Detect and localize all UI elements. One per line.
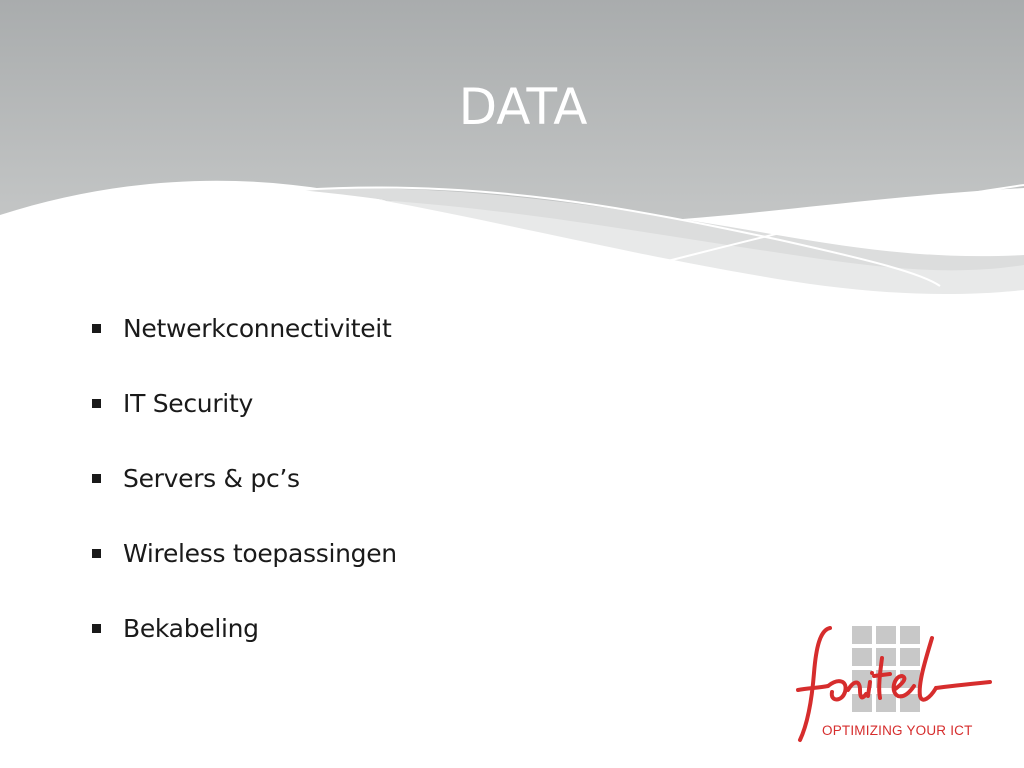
bullet-text: IT Security (123, 388, 253, 418)
square-bullet-icon (92, 548, 101, 558)
bullet-item: Netwerkconnectiviteit (92, 309, 397, 347)
bullet-item: Servers & pc’s (92, 459, 397, 497)
square-bullet-icon (92, 323, 101, 333)
bullet-item: IT Security (92, 384, 397, 422)
bullet-text: Bekabeling (123, 613, 259, 643)
square-bullet-icon (92, 623, 101, 633)
slide-title: DATA (458, 78, 588, 136)
fonitel-logo (796, 626, 992, 742)
square-bullet-icon (92, 473, 101, 483)
bullet-list: Netwerkconnectiviteit IT Security Server… (92, 309, 397, 684)
bullet-text: Servers & pc’s (123, 463, 300, 493)
bullet-text: Netwerkconnectiviteit (123, 313, 392, 343)
logo-tagline: OPTIMIZING YOUR ICT (822, 723, 973, 738)
bullet-item: Wireless toepassingen (92, 534, 397, 572)
bullet-text: Wireless toepassingen (123, 538, 397, 568)
header-background (0, 0, 1024, 295)
square-bullet-icon (92, 398, 101, 408)
bullet-item: Bekabeling (92, 609, 397, 647)
